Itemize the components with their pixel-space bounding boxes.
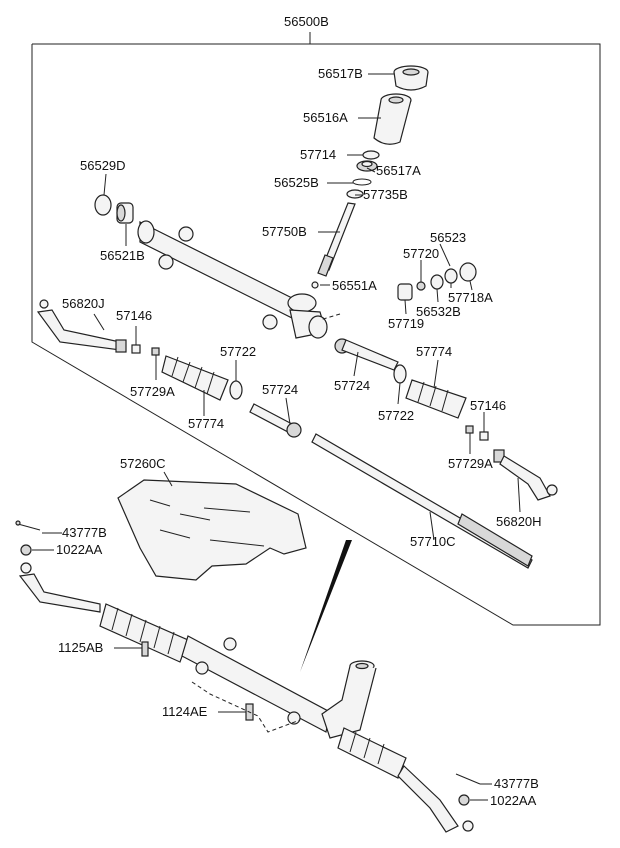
label-57722-right: 57722: [378, 408, 414, 423]
section-divider-arrow: [300, 540, 352, 672]
part-56820H-drawing: [493, 449, 558, 501]
label-57724-left: 57724: [262, 382, 298, 397]
part-57146-right-drawing: [479, 431, 489, 441]
part-57718A-drawing: [459, 262, 477, 282]
label-57710C: 57710C: [410, 534, 456, 549]
label-56517A: 56517A: [376, 163, 421, 178]
part-1022AA-left-drawing: [20, 544, 32, 556]
label-57722-left: 57722: [220, 344, 256, 359]
part-57735B-drawing: [346, 189, 364, 199]
label-43777B-left: 43777B: [62, 525, 107, 540]
label-56525B: 56525B: [274, 175, 319, 190]
label-57729A-left: 57729A: [130, 384, 175, 399]
part-57710C-drawing: [311, 433, 533, 569]
part-57720-drawing: [416, 281, 426, 291]
label-57146-left: 57146: [116, 308, 152, 323]
label-57719: 57719: [388, 316, 424, 331]
part-57774-left-drawing: [161, 355, 229, 401]
label-56516A: 56516A: [303, 110, 348, 125]
part-56525B-drawing: [352, 178, 372, 186]
label-56820J: 56820J: [62, 296, 105, 311]
part-56521B-drawing: [116, 202, 134, 224]
part-43777B-right-drawing: [455, 773, 481, 785]
leader-lines: [32, 73, 521, 801]
part-56523-drawing: [444, 268, 458, 284]
part-43777B-left-drawing: [15, 520, 41, 531]
part-57724-right-drawing: [334, 338, 399, 371]
label-56529D: 56529D: [80, 158, 126, 173]
part-57722-right-drawing: [393, 364, 407, 384]
part-labels: 56500B 56517B 56516A 57714 56517A 56525B…: [56, 14, 542, 808]
label-57735B: 57735B: [363, 187, 408, 202]
label-57729A-right: 57729A: [448, 456, 493, 471]
part-57719-drawing: [397, 283, 413, 301]
label-56521B: 56521B: [100, 248, 145, 263]
label-1124AE: 1124AE: [162, 704, 208, 719]
label-57146-right: 57146: [470, 398, 506, 413]
part-57774-right-drawing: [405, 379, 467, 419]
label-56532B: 56532B: [416, 304, 461, 319]
label-57774-left: 57774: [188, 416, 224, 431]
part-56517A-drawing: [356, 160, 378, 172]
part-57146-left-drawing: [131, 344, 141, 354]
part-56532B-drawing: [430, 274, 444, 290]
part-57729A-right-drawing: [465, 425, 474, 434]
part-57724-left-drawing: [249, 403, 302, 438]
label-57718A: 57718A: [448, 290, 493, 305]
part-56529D-drawing: [94, 194, 112, 216]
part-56551A-drawing: [311, 281, 319, 289]
label-43777B-right: 43777B: [494, 776, 539, 791]
part-57729A-left-drawing: [151, 347, 160, 356]
part-57722-left-drawing: [229, 380, 243, 400]
rack-housing-drawing: [137, 220, 328, 339]
label-57750B: 57750B: [262, 224, 307, 239]
label-57724-right: 57724: [334, 378, 370, 393]
part-56820J-drawing: [36, 299, 127, 353]
part-57750B-drawing: [317, 202, 356, 277]
part-56516A-drawing: [373, 93, 412, 145]
part-56517B-drawing: [393, 65, 429, 91]
part-1022AA-right-drawing: [458, 794, 470, 806]
assembly-frame: [31, 32, 601, 626]
label-57714: 57714: [300, 147, 336, 162]
label-56517B: 56517B: [318, 66, 363, 81]
part-57260C-drawing: [117, 479, 307, 581]
part-57714-drawing: [362, 150, 380, 160]
label-56523: 56523: [430, 230, 466, 245]
part-1125AB-drawing: [141, 641, 149, 657]
label-57774-right: 57774: [416, 344, 452, 359]
label-56820H: 56820H: [496, 514, 542, 529]
label-56500B: 56500B: [284, 14, 329, 29]
label-57260C: 57260C: [120, 456, 166, 471]
assembled-gear-drawing: [18, 562, 474, 833]
label-1022AA-right: 1022AA: [490, 793, 537, 808]
label-1022AA-left: 1022AA: [56, 542, 103, 557]
label-1125AB: 1125AB: [58, 640, 103, 655]
label-56551A: 56551A: [332, 278, 377, 293]
label-57720: 57720: [403, 246, 439, 261]
